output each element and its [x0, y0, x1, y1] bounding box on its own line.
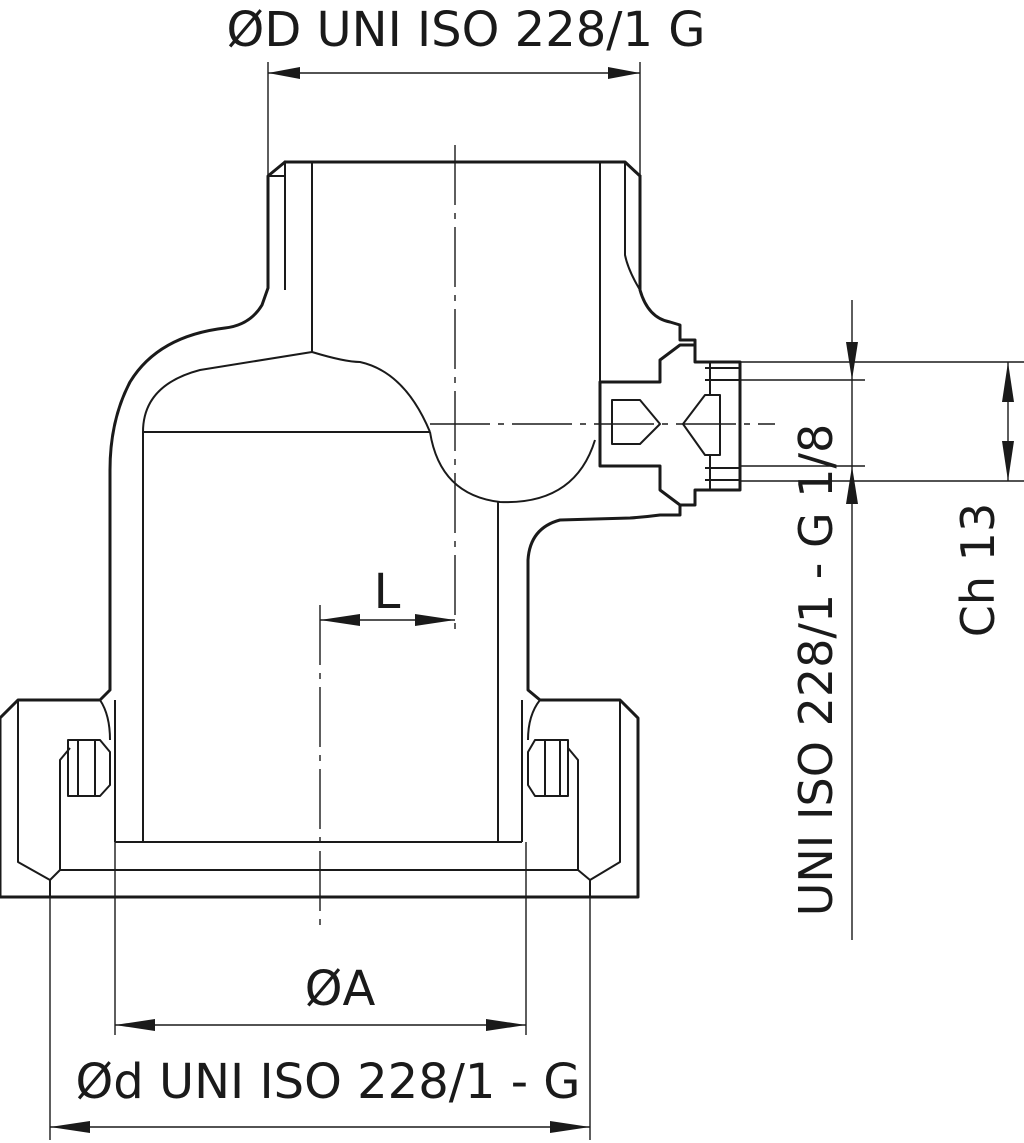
dimension-length: [320, 614, 455, 626]
inner-chamber-dome: [142, 351, 431, 433]
top-dimension-label: ØD UNI ISO 228/1 G: [227, 2, 706, 58]
inner-diameter-label: ØA: [305, 961, 376, 1017]
inner-bottom: [114, 700, 523, 843]
side-port-thread-bottom: [705, 455, 740, 490]
right-nut-wall: [527, 699, 621, 881]
flange-right-chamfer: [567, 747, 591, 897]
side-port-thread-top: [705, 362, 740, 395]
center-lines: [319, 145, 775, 930]
dimension-hex: [740, 361, 1024, 482]
right-clip: [527, 739, 569, 797]
hex-size-label: Ch 13: [951, 503, 1005, 637]
left-clip: [67, 739, 111, 797]
bottom-dimension-label: Ød UNI ISO 228/1 - G: [76, 1054, 581, 1110]
side-port: [598, 343, 742, 507]
side-thread-label: UNI ISO 228/1 - G 1/8: [789, 424, 843, 917]
length-label: L: [374, 564, 401, 620]
body-top-edge: [283, 160, 642, 178]
dimension-bottom: [49, 897, 591, 1140]
body-right-outline: [526, 174, 697, 899]
top-thread-right: [624, 162, 641, 291]
top-thread-left: [268, 162, 286, 290]
side-port-valve: [682, 394, 721, 456]
dimension-top: [267, 62, 641, 176]
fitting-body: [0, 160, 697, 899]
dimension-side-thread: [740, 300, 865, 940]
ball-seat: [429, 431, 596, 504]
bottom-nut: [17, 699, 621, 881]
left-nut-wall: [17, 699, 111, 881]
dimension-inner-diameter: [114, 842, 527, 1035]
side-port-outline: [598, 343, 742, 507]
inner-bore: [114, 162, 641, 843]
body-left-outline: [0, 160, 287, 899]
side-port-bore: [611, 399, 661, 445]
